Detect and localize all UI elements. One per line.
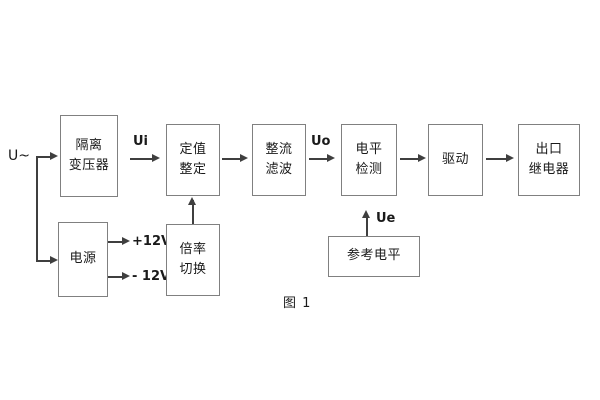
block-isolation-transformer-line-1: 隔离 <box>75 137 103 153</box>
block-rectifier-filter-line-1: 整流 <box>265 141 293 157</box>
block-multiplier-switching-line-1: 倍率 <box>179 241 207 257</box>
signal-label-ui: Ui <box>133 134 149 149</box>
block-level-detection[interactable]: 电平 检测 <box>341 124 397 196</box>
reference-to-level-detection-arrowhead <box>362 210 370 218</box>
input-bus-vertical-wire <box>36 156 38 262</box>
block-setpoint-setting-line-1: 定值 <box>179 141 207 157</box>
block-reference-level[interactable]: 参考电平 <box>328 236 420 277</box>
figure-caption: 图 1 <box>283 296 312 311</box>
setpoint-to-rectifier-wire <box>222 158 244 160</box>
setpoint-to-rectifier-arrowhead <box>240 154 248 162</box>
power-rail-negative-wire <box>108 276 126 278</box>
block-rectifier-filter[interactable]: 整流 滤波 <box>252 124 306 196</box>
block-reference-level-line-1: 参考电平 <box>346 248 401 264</box>
power-rail-positive-wire <box>108 241 126 243</box>
power-rail-negative-arrowhead <box>122 272 130 280</box>
reference-to-level-detection-wire <box>366 214 368 236</box>
signal-label-uo: Uo <box>311 134 331 149</box>
input-label-u-ac: U~ <box>8 148 30 164</box>
power-rail-negative-label: - 12V <box>132 269 171 284</box>
rectifier-to-level-detection-arrowhead <box>327 154 335 162</box>
input-to-transformer-wire <box>36 156 54 158</box>
block-setpoint-setting[interactable]: 定值 整定 <box>166 124 220 196</box>
block-isolation-transformer-line-2: 变压器 <box>68 158 110 173</box>
block-output-relay-line-1: 出口 <box>535 141 563 157</box>
signal-label-ue: Ue <box>376 211 396 226</box>
multiplier-to-setpoint-wire <box>192 200 194 224</box>
block-setpoint-setting-line-2: 整定 <box>179 162 207 177</box>
multiplier-to-setpoint-arrowhead <box>188 197 196 205</box>
rectifier-to-level-detection-wire <box>309 158 331 160</box>
transformer-to-setpoint-wire <box>130 158 156 160</box>
block-power-supply[interactable]: 电源 <box>58 222 108 297</box>
block-driver[interactable]: 驱动 <box>428 124 483 196</box>
block-rectifier-filter-line-2: 滤波 <box>265 162 293 177</box>
transformer-to-setpoint-arrowhead <box>152 154 160 162</box>
power-rail-positive-arrowhead <box>122 237 130 245</box>
driver-to-output-relay-arrowhead <box>506 154 514 162</box>
input-to-power-supply-arrowhead <box>50 256 58 264</box>
block-output-relay-line-2: 继电器 <box>528 162 570 177</box>
driver-to-output-relay-wire <box>486 158 510 160</box>
block-power-supply-line-1: 电源 <box>69 251 97 267</box>
block-isolation-transformer[interactable]: 隔离 变压器 <box>60 115 118 197</box>
block-multiplier-switching[interactable]: 倍率 切换 <box>166 224 220 296</box>
block-level-detection-line-2: 检测 <box>355 162 383 177</box>
level-detection-to-driver-wire <box>400 158 422 160</box>
power-rail-positive-label: +12V <box>132 234 172 249</box>
block-multiplier-switching-line-2: 切换 <box>179 262 207 277</box>
block-level-detection-line-1: 电平 <box>355 141 383 157</box>
block-output-relay[interactable]: 出口 继电器 <box>518 124 580 196</box>
block-driver-line-1: 驱动 <box>441 151 469 167</box>
level-detection-to-driver-arrowhead <box>418 154 426 162</box>
input-to-transformer-arrowhead <box>50 152 58 160</box>
input-to-power-supply-wire <box>36 260 54 262</box>
